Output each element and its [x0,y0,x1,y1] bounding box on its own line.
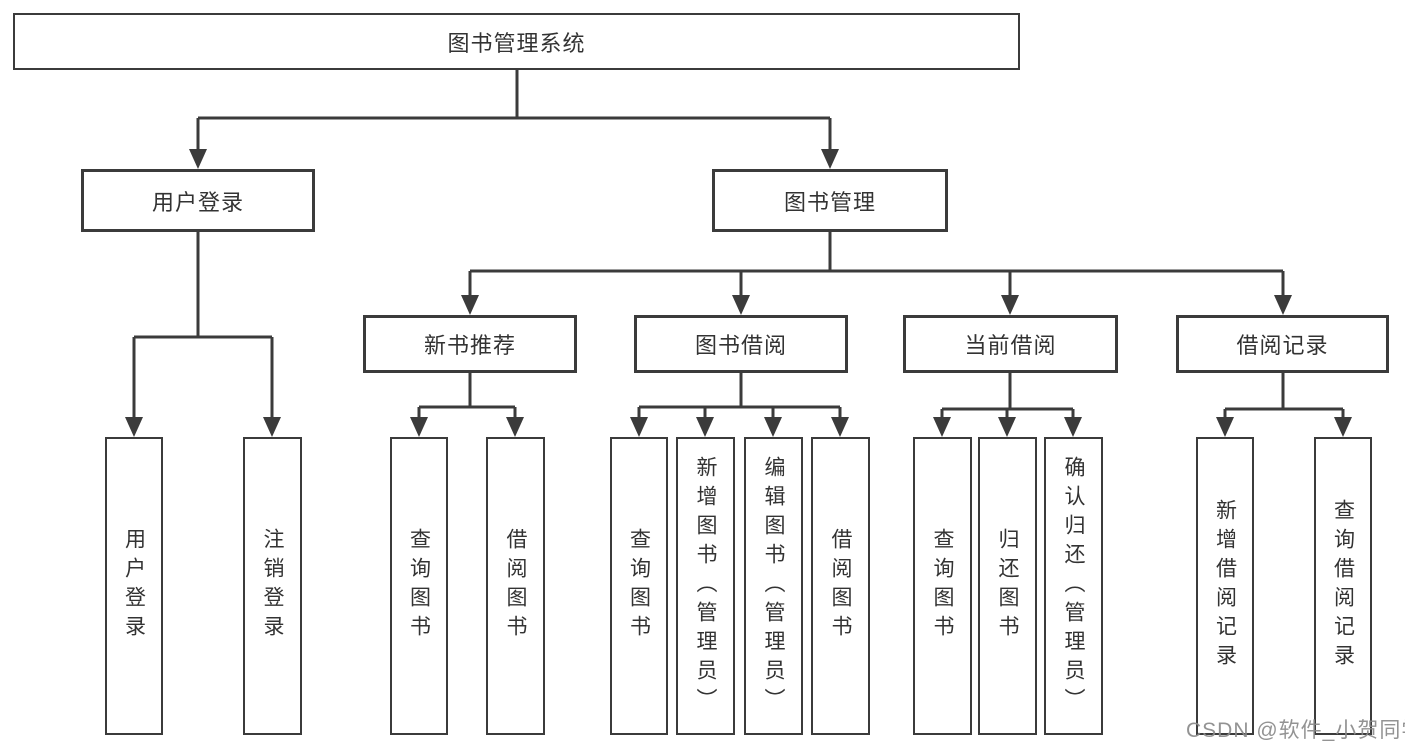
node-book-borrow: 图书借阅 [634,315,848,373]
connector-borrow-records [1223,373,1345,419]
arrowhead [189,149,207,169]
node-new-book-recommend: 新书推荐 [363,315,577,373]
arrowhead [410,417,428,437]
arrowhead [764,417,782,437]
arrowhead [821,149,839,169]
arrowhead [998,417,1016,437]
leaf-logout: 注销登录 [243,437,302,735]
arrowhead [732,295,750,315]
arrowhead [1334,417,1352,437]
arrowhead [1216,417,1234,437]
node-user-login: 用户登录 [81,169,315,232]
node-book-management: 图书管理 [712,169,948,232]
arrowhead [1274,295,1292,315]
arrowheads [125,149,1352,437]
leaf-add-books-admin: 新增图书（管理员） [676,437,735,735]
arrowhead [933,417,951,437]
arrowhead [630,417,648,437]
connector-user-login [132,232,274,419]
node-root: 图书管理系统 [13,13,1020,70]
arrowhead [125,417,143,437]
arrowhead [831,417,849,437]
leaf-query-books-current: 查询图书 [913,437,972,735]
arrowhead [506,417,524,437]
leaf-query-books-recommend: 查询图书 [390,437,448,735]
arrowhead [263,417,281,437]
leaf-borrow-books: 借阅图书 [811,437,870,735]
csdn-watermark: CSDN @软件_小贺同学 [1186,719,1405,742]
arrowhead [1064,417,1082,437]
leaf-edit-books-admin: 编辑图书（管理员） [744,437,803,735]
arrowhead [461,295,479,315]
leaf-confirm-return-admin: 确认归还（管理员） [1044,437,1103,735]
connector-current-borrow [940,373,1075,419]
node-borrow-records: 借阅记录 [1176,315,1389,373]
leaf-return-books: 归还图书 [978,437,1037,735]
connector-book-management [468,232,1285,297]
leaf-query-borrow-record: 查询借阅记录 [1314,437,1372,735]
leaf-borrow-books-recommend: 借阅图书 [486,437,545,735]
connector-root [196,70,832,150]
arrowhead [696,417,714,437]
connector-new-book-recommend [417,373,517,419]
leaf-add-borrow-record: 新增借阅记录 [1196,437,1254,735]
node-current-borrow: 当前借阅 [903,315,1118,373]
leaf-query-books-borrow: 查询图书 [610,437,668,735]
arrowhead [1001,295,1019,315]
leaf-user-login: 用户登录 [105,437,163,735]
connector-book-borrow [637,373,842,419]
